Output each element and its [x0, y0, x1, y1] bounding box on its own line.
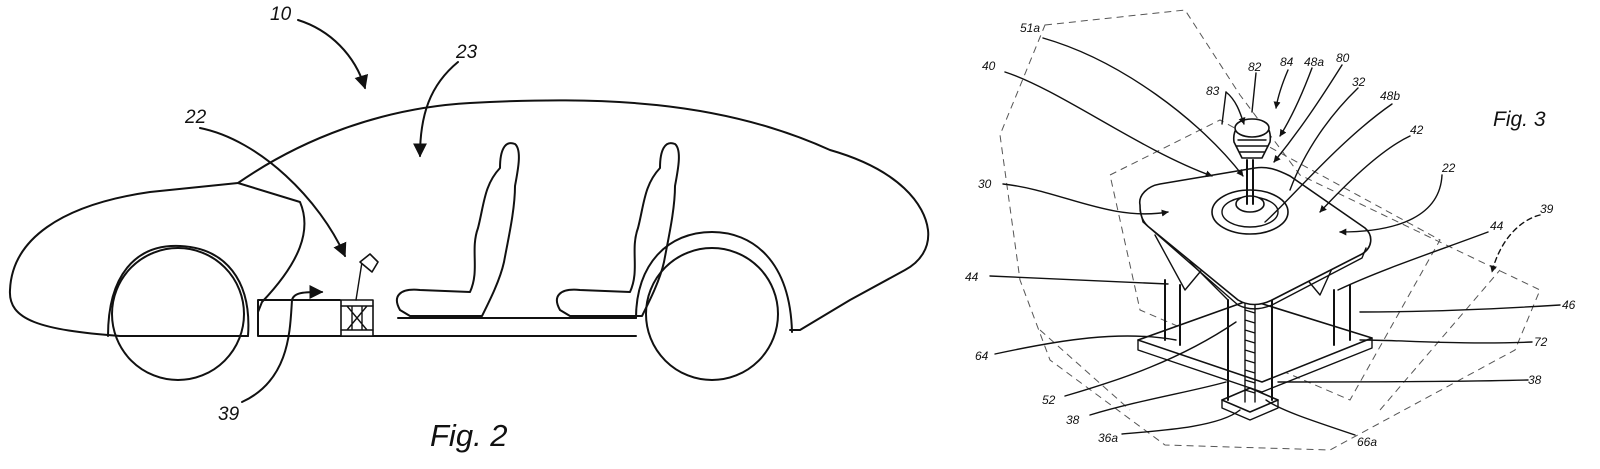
top-plate	[1138, 166, 1372, 306]
fig2-caption: Fig. 2	[430, 418, 508, 453]
leader-22	[199, 127, 347, 258]
leader-66a	[1265, 399, 1356, 436]
label-23: 23	[455, 42, 478, 63]
rear-seat	[555, 142, 680, 317]
label-40: 40	[982, 59, 996, 73]
fig3-leader-lines	[989, 37, 1561, 436]
label-52: 52	[1042, 393, 1056, 407]
guide-posts	[1164, 279, 1351, 401]
label-39: 39	[218, 404, 240, 425]
label-38-left: 38	[1066, 413, 1080, 427]
boot-collar	[1235, 195, 1265, 213]
leader-22-fig3	[1339, 174, 1443, 236]
dashed-console-outline-3	[1039, 269, 1501, 411]
label-42: 42	[1410, 123, 1424, 137]
label-64: 64	[975, 349, 989, 363]
leader-48b	[1264, 103, 1393, 223]
fig2-vehicle-drawing	[8, 99, 930, 381]
leader-83b	[1221, 91, 1227, 125]
label-83: 83	[1206, 84, 1220, 98]
label-10: 10	[270, 4, 292, 25]
leader-36a	[1121, 409, 1241, 435]
leader-51a	[1042, 37, 1244, 177]
label-22-fig3: 22	[1441, 161, 1456, 175]
label-72: 72	[1534, 335, 1548, 349]
shifter-assembly-fig2	[340, 253, 379, 337]
label-82: 82	[1248, 60, 1262, 74]
leader-10	[297, 19, 369, 90]
rear-wheel-arch	[635, 231, 793, 333]
label-48a: 48a	[1304, 55, 1324, 69]
label-32: 32	[1352, 75, 1366, 89]
scissor-linkage	[1154, 234, 1346, 301]
vehicle-floor	[257, 299, 637, 337]
leader-40	[1004, 71, 1213, 178]
fig3-caption: Fig. 3	[1493, 108, 1546, 131]
label-66a: 66a	[1357, 435, 1377, 449]
rear-wheel	[645, 247, 779, 381]
label-30: 30	[978, 177, 992, 191]
label-80: 80	[1336, 51, 1350, 65]
leader-44-left	[989, 275, 1169, 285]
shift-lever-shaft	[1246, 159, 1254, 205]
label-51a: 51a	[1020, 21, 1040, 35]
dashed-console-outline-1	[999, 9, 1541, 451]
a-pillar-line	[237, 182, 306, 313]
leader-39	[241, 285, 324, 403]
front-wheel-arch	[107, 244, 250, 337]
label-39-fig3: 39	[1540, 202, 1554, 216]
leader-84	[1273, 69, 1289, 109]
label-22: 22	[184, 107, 207, 128]
leader-38-left	[1089, 381, 1227, 416]
label-84: 84	[1280, 55, 1294, 69]
leader-64	[994, 335, 1177, 355]
leader-72	[1359, 339, 1533, 344]
label-46: 46	[1562, 298, 1576, 312]
front-seat	[395, 142, 520, 317]
leader-23	[413, 61, 459, 158]
leader-80	[1273, 64, 1343, 163]
leader-83	[1225, 91, 1246, 125]
leader-82	[1251, 72, 1257, 113]
leader-46	[1359, 304, 1561, 313]
leader-48a	[1279, 67, 1313, 137]
leader-32	[1289, 87, 1359, 191]
leader-38-right	[1277, 379, 1529, 383]
leader-52	[1064, 321, 1237, 397]
leader-44-right	[1337, 231, 1489, 291]
label-38-right: 38	[1528, 373, 1542, 387]
fig2-leader-lines	[199, 19, 459, 403]
front-wheel	[111, 247, 245, 381]
label-44-right: 44	[1490, 219, 1504, 233]
label-36a: 36a	[1098, 431, 1118, 445]
leader-42	[1319, 135, 1411, 213]
label-44-left: 44	[965, 270, 979, 284]
leader-30	[1002, 183, 1169, 217]
vehicle-body-outline	[8, 99, 930, 337]
fig3-shifter-drawing	[999, 9, 1541, 451]
knob-top	[1234, 118, 1270, 138]
dashed-console-outline-2	[1109, 119, 1441, 401]
label-48b: 48b	[1380, 89, 1400, 103]
leader-39-fig3	[1490, 214, 1541, 273]
